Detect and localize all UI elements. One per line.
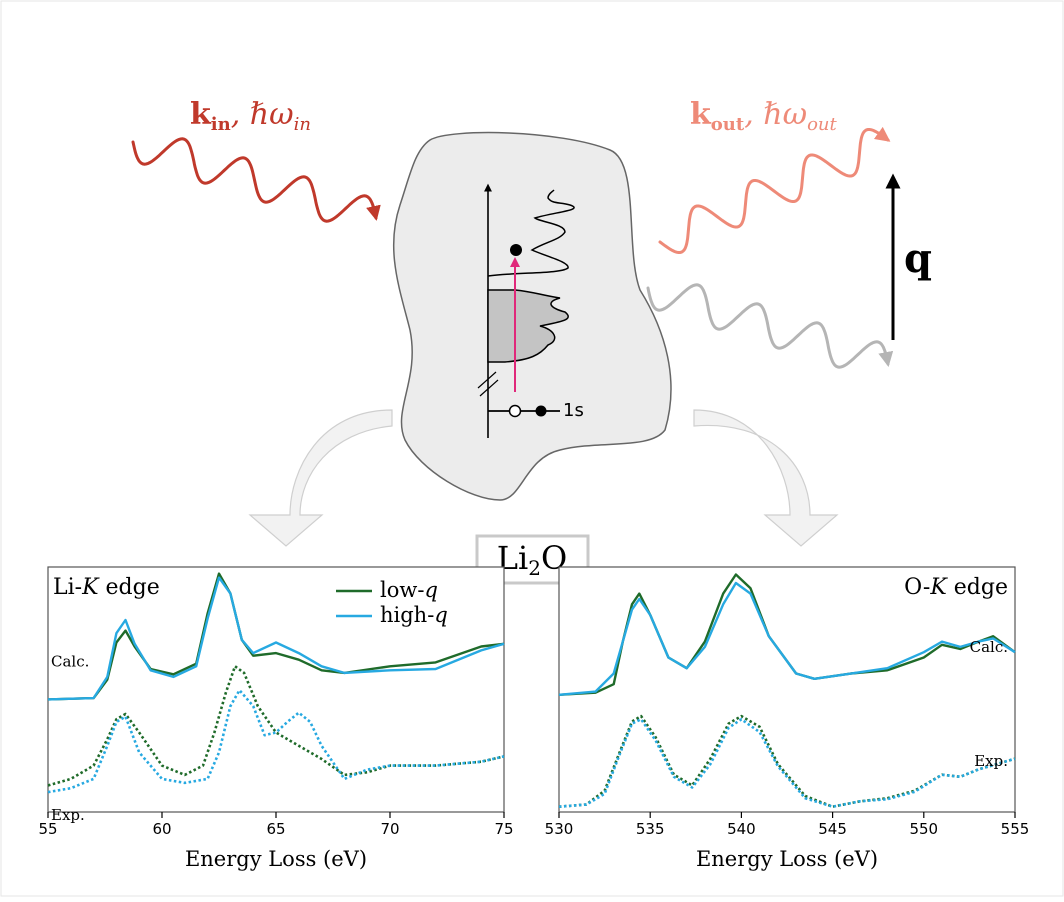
x-tick-label: 65 bbox=[266, 820, 285, 838]
calc-low-q-line bbox=[558, 573, 1016, 696]
axis-break-1 bbox=[477, 371, 497, 389]
incoming-wave bbox=[131, 137, 381, 223]
material-label: Li2O bbox=[497, 539, 567, 580]
plot-frame bbox=[47, 566, 505, 813]
flow-arrow-right bbox=[693, 409, 839, 547]
exp-annotation: Exp. bbox=[51, 806, 85, 824]
panel-title: O-K edge bbox=[904, 575, 1008, 600]
x-tick-label: 545 bbox=[818, 820, 847, 838]
calc-high-q-line bbox=[558, 581, 1016, 696]
exp-annotation: Exp. bbox=[974, 752, 1008, 770]
scattered-wave bbox=[646, 283, 894, 369]
calc-high-q-line bbox=[47, 576, 505, 701]
flow-arrow-left bbox=[248, 409, 393, 547]
x-tick-label: 75 bbox=[494, 820, 513, 838]
exp-high-q-line bbox=[47, 688, 505, 794]
core-electron bbox=[535, 405, 547, 417]
panel-title: Li-K edge bbox=[53, 575, 160, 600]
x-tick-label: 60 bbox=[152, 820, 171, 838]
q-label: q bbox=[904, 235, 932, 282]
x-axis-label: Energy Loss (eV) bbox=[696, 847, 878, 871]
x-axis-label: Energy Loss (eV) bbox=[185, 847, 367, 871]
x-tick-label: 540 bbox=[727, 820, 756, 838]
x-tick-label: 530 bbox=[545, 820, 574, 838]
core-hole bbox=[508, 404, 522, 418]
legend-entry: high-q bbox=[380, 603, 448, 627]
k-out-label: kout, ℏωout bbox=[690, 97, 838, 135]
axis-break-2 bbox=[479, 379, 499, 397]
x-tick-label: 550 bbox=[909, 820, 938, 838]
occupied-dos bbox=[487, 289, 569, 363]
legend-entry: low-q bbox=[380, 578, 438, 602]
x-tick-label: 70 bbox=[380, 820, 399, 838]
exp-low-q-line bbox=[47, 664, 505, 787]
plot-frame bbox=[558, 566, 1016, 813]
calc-annotation: Calc. bbox=[51, 652, 89, 670]
unoccupied-dos bbox=[487, 189, 575, 277]
core-level-label: 1s bbox=[563, 400, 584, 421]
x-tick-label: 55 bbox=[38, 820, 57, 838]
x-tick-label: 555 bbox=[1001, 820, 1030, 838]
x-tick-label: 535 bbox=[636, 820, 665, 838]
exp-low-q-line bbox=[558, 714, 1016, 809]
excited-electron bbox=[510, 244, 522, 256]
k-in-label: kin, ℏωin bbox=[190, 97, 311, 135]
outgoing-wave bbox=[658, 126, 891, 254]
calc-annotation: Calc. bbox=[970, 638, 1008, 656]
